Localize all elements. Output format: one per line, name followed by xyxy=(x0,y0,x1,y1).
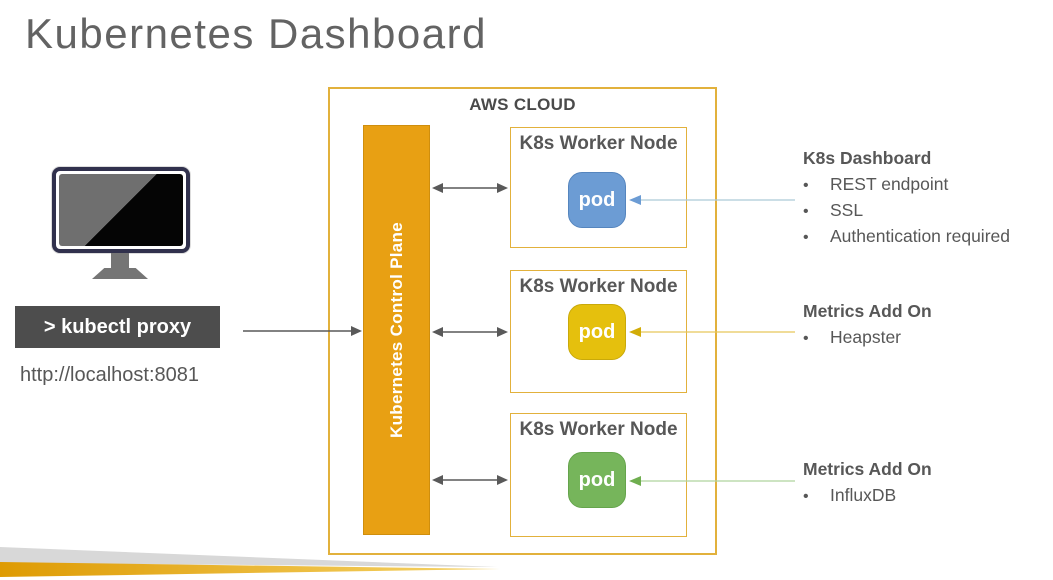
annotation-k8s-dashboard: K8s Dashboard • REST endpoint • SSL • Au… xyxy=(803,148,1010,252)
aws-cloud-label: AWS CLOUD xyxy=(469,95,576,114)
bullet-text: Heapster xyxy=(830,327,902,347)
kubectl-proxy-command: > kubectl proxy xyxy=(15,306,220,348)
annotation-metrics-influxdb: Metrics Add On • InfluxDB xyxy=(803,459,932,511)
bullet-icon: • xyxy=(803,177,809,194)
bullet-text: InfluxDB xyxy=(830,485,897,505)
monitor-stand-base xyxy=(92,268,148,279)
bullet-text: REST endpoint xyxy=(830,174,949,194)
kubernetes-control-plane: Kubernetes Control Plane xyxy=(363,125,430,535)
annotation-metrics-heapster: Metrics Add On • Heapster xyxy=(803,301,932,353)
pod-label: pod xyxy=(578,468,616,491)
bullet-item: • Heapster xyxy=(803,327,932,353)
annotation-heading: K8s Dashboard xyxy=(803,148,932,168)
bullet-icon: • xyxy=(803,203,809,220)
monitor-icon xyxy=(52,167,190,253)
bullet-item: • REST endpoint xyxy=(803,174,1010,200)
worker-node-label: K8s Worker Node xyxy=(519,419,678,440)
pod-dashboard: pod xyxy=(568,172,626,228)
worker-node-label: K8s Worker Node xyxy=(519,133,678,154)
pod-label: pod xyxy=(578,188,616,211)
monitor-stand-neck xyxy=(111,253,129,269)
pod-influxdb: pod xyxy=(568,452,626,508)
annotation-heading: Metrics Add On xyxy=(803,459,932,479)
bullet-text: Authentication required xyxy=(830,226,1010,246)
page-title: Kubernetes Dashboard xyxy=(25,10,487,57)
bullet-icon: • xyxy=(803,488,809,505)
bullet-text: SSL xyxy=(830,200,864,220)
bullet-item: • Authentication required xyxy=(803,226,1010,252)
worker-node-label: K8s Worker Node xyxy=(519,276,678,297)
bullet-icon: • xyxy=(803,229,809,246)
pod-label: pod xyxy=(578,320,616,343)
control-plane-label: Kubernetes Control Plane xyxy=(386,222,406,438)
localhost-url: http://localhost:8081 xyxy=(20,364,200,386)
pod-heapster: pod xyxy=(568,304,626,360)
bullet-icon: • xyxy=(803,330,809,347)
bullet-item: • InfluxDB xyxy=(803,485,932,511)
annotation-heading: Metrics Add On xyxy=(803,301,932,321)
monitor-screen xyxy=(59,174,183,246)
bullet-item: • SSL xyxy=(803,200,1010,226)
